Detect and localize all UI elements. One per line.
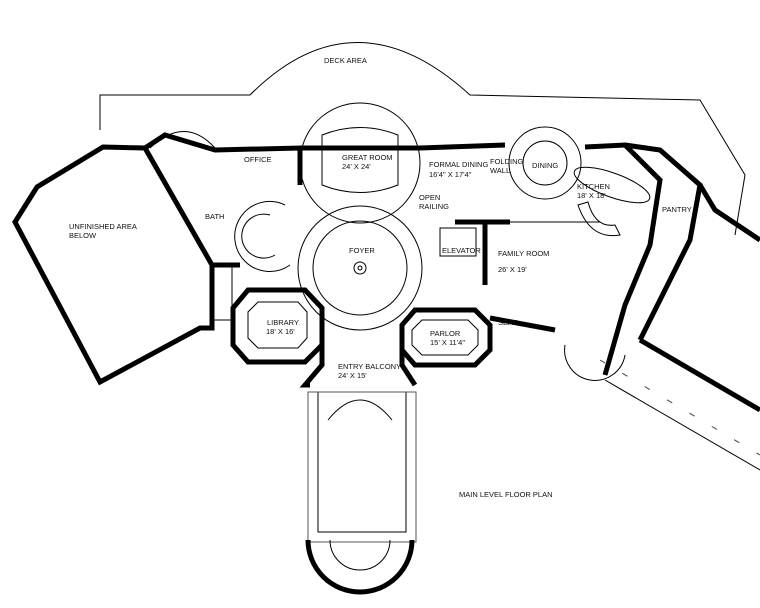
house-wall-top bbox=[143, 132, 303, 185]
label-unfinished-below: BELOW bbox=[69, 231, 97, 240]
entry-walkway bbox=[317, 391, 407, 533]
great-room-dome bbox=[299, 102, 421, 224]
entry-portico bbox=[305, 539, 415, 595]
entry-steps bbox=[329, 539, 391, 571]
entry-walkway-outer bbox=[307, 391, 417, 543]
label-library: LIBRARY bbox=[267, 318, 299, 327]
label-family-room-size: 26' X 19' bbox=[498, 265, 527, 274]
label-open-railing: OPEN RAILING bbox=[419, 193, 450, 211]
foyer-outer bbox=[297, 205, 423, 331]
entry-balcony-wall-right bbox=[399, 345, 418, 387]
label-parlor-size: 15' X 11'4" bbox=[430, 338, 465, 347]
elevator-shaft bbox=[439, 227, 477, 257]
kitchen-bar bbox=[577, 201, 621, 237]
kitchen-wall bbox=[584, 142, 663, 376]
right-wing-wall-lower bbox=[638, 337, 760, 413]
label-deck-area: DECK AREA bbox=[324, 56, 367, 65]
spiral-stair-right bbox=[564, 344, 626, 381]
label-great-room: GREAT ROOM bbox=[342, 153, 393, 162]
label-bath: BATH bbox=[205, 212, 225, 221]
label-formal-dining-size: 16'4" X 17'4" bbox=[429, 170, 472, 179]
spiral-stair-left bbox=[234, 200, 291, 272]
seat-wall bbox=[489, 315, 556, 333]
label-kitchen-size: 18' X 18' bbox=[577, 191, 606, 200]
kitchen-island bbox=[573, 166, 651, 204]
pantry-wall bbox=[624, 142, 703, 342]
label-library-size: 18' X 16' bbox=[266, 327, 295, 336]
label-office: OFFICE bbox=[244, 155, 272, 164]
label-entry-balcony-size: 24' X 15' bbox=[338, 371, 367, 380]
library-ceiling bbox=[247, 301, 308, 349]
spiral-stair-left-inner bbox=[241, 213, 276, 259]
parlor-wall bbox=[399, 307, 493, 368]
unfinished-area-wall bbox=[12, 144, 215, 386]
dining-inner bbox=[522, 140, 568, 186]
parlor-ceiling bbox=[411, 319, 479, 356]
retaining-line bbox=[604, 379, 760, 471]
label-unfinished-area: UNFINISHED AREA bbox=[69, 222, 137, 231]
foyer-medallion bbox=[353, 261, 367, 275]
property-line bbox=[599, 359, 760, 456]
dining-wall bbox=[419, 142, 506, 151]
label-family-room: FAMILY ROOM bbox=[498, 249, 550, 258]
rear-stair bbox=[211, 264, 233, 321]
label-dining: DINING bbox=[532, 161, 559, 170]
right-wing-wall bbox=[697, 183, 760, 243]
deck-outline bbox=[99, 42, 746, 236]
label-elevator: ELEVATOR bbox=[442, 246, 481, 255]
entry-balcony-wall bbox=[299, 345, 325, 388]
entry-stair-curve bbox=[327, 399, 393, 421]
label-seat: SEAT bbox=[498, 318, 518, 327]
label-great-room-size: 24' X 24' bbox=[342, 162, 371, 171]
label-foyer: FOYER bbox=[349, 246, 375, 255]
label-pantry: PANTRY bbox=[662, 205, 692, 214]
dining-outer bbox=[508, 126, 582, 200]
foyer-inner bbox=[312, 220, 408, 316]
foyer-medallion-center bbox=[357, 265, 363, 271]
label-parlor: PARLOR bbox=[430, 329, 461, 338]
label-formal-dining: FORMAL DINING bbox=[429, 160, 489, 169]
plan-title: MAIN LEVEL FLOOR PLAN bbox=[459, 490, 553, 499]
label-folding-wall: FOLDING WALL bbox=[490, 157, 524, 175]
office-bay bbox=[149, 131, 216, 149]
label-kitchen: KITCHEN bbox=[577, 182, 610, 191]
library-wall bbox=[230, 287, 325, 365]
label-entry-balcony: ENTRY BALCONY bbox=[338, 362, 402, 371]
great-room-ceiling bbox=[321, 127, 399, 193]
